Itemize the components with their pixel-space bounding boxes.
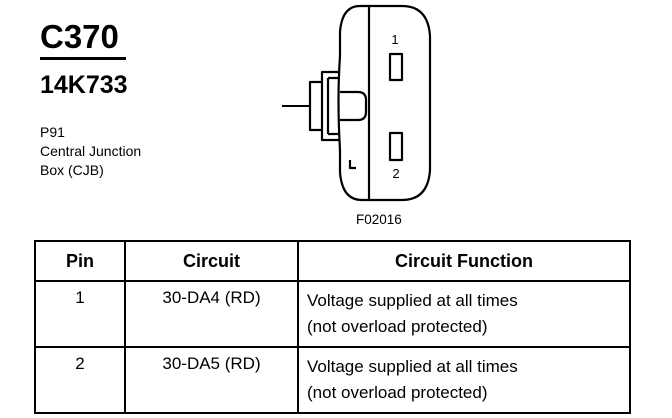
header-circuit: Circuit [124,240,299,282]
cell-pin: 2 [34,346,126,414]
pin-label-1: 1 [391,32,398,47]
location-description: P91 Central Junction Box (CJB) [40,123,141,180]
location-line: P91 [40,124,65,140]
latch-inner [320,76,340,136]
figure-code: F02016 [356,212,402,227]
header-pin: Pin [34,240,126,282]
table-row: 2 30-DA5 (RD) Voltage supplied at all ti… [34,346,631,414]
cell-circuit: 30-DA4 (RD) [124,280,299,348]
function-line: (not overload protected) [307,317,488,336]
connector-id-underline [40,57,126,60]
cell-pin: 1 [34,280,126,348]
function-line: Voltage supplied at all times [307,291,518,310]
pin-table: Pin Circuit Circuit Function 1 30-DA4 (R… [34,240,631,414]
pin-cavity-2 [388,131,404,162]
pin-cavity-1 [388,52,404,82]
pin-label-2: 2 [392,166,399,181]
latch-tab [340,90,368,122]
part-number: 14K733 [40,71,128,99]
table-header-row: Pin Circuit Circuit Function [34,240,631,282]
header-function: Circuit Function [297,240,631,282]
connector-housing [337,4,432,202]
cell-circuit: 30-DA5 (RD) [124,346,299,414]
connector-latch [308,70,340,142]
connector-face-diagram: 1 2 [282,4,432,202]
function-line: Voltage supplied at all times [307,357,518,376]
function-line: (not overload protected) [307,383,488,402]
table-row: 1 30-DA4 (RD) Voltage supplied at all ti… [34,280,631,348]
connector-id: C370 [40,18,119,55]
cell-function: Voltage supplied at all times (not overl… [297,280,631,348]
location-line: Box (CJB) [40,162,104,178]
housing-notch [348,160,356,170]
cell-function: Voltage supplied at all times (not overl… [297,346,631,414]
location-line: Central Junction [40,143,142,159]
